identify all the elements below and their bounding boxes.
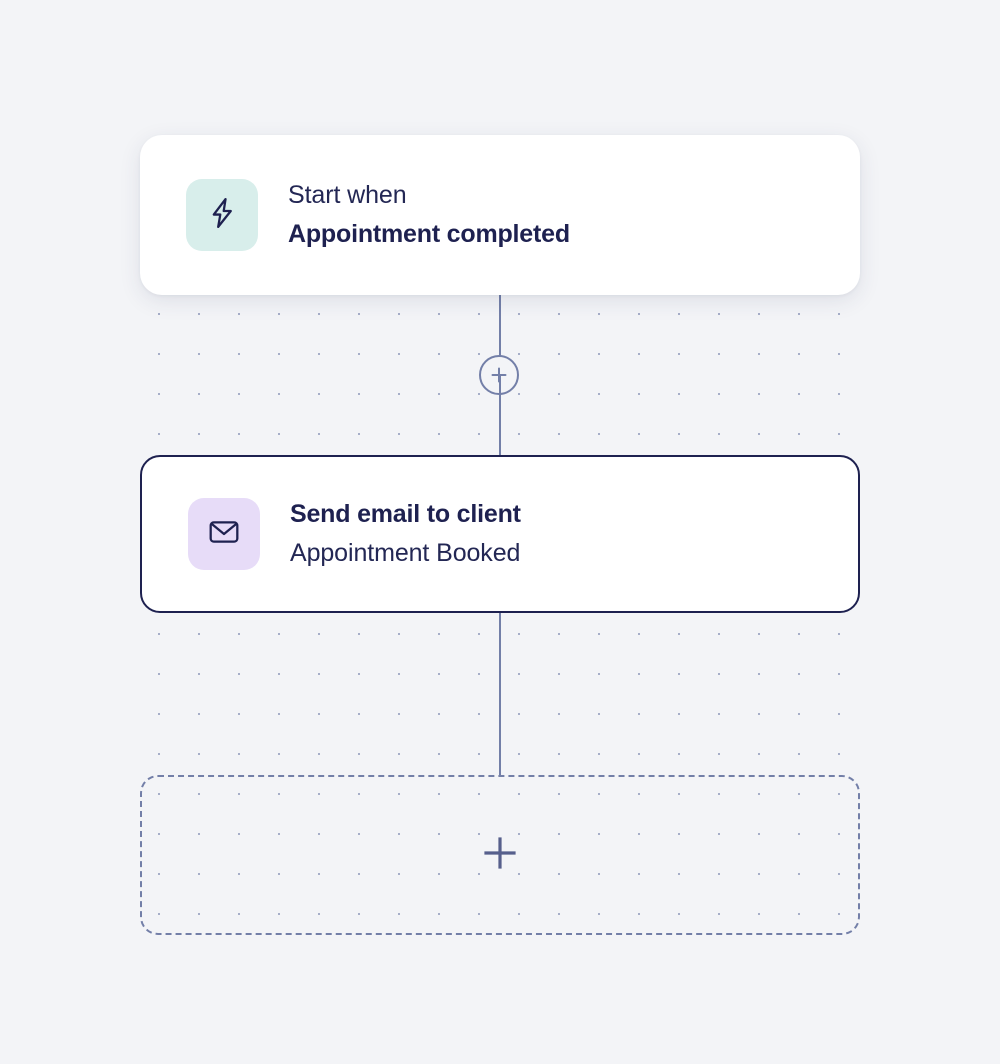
plus-icon — [483, 836, 517, 875]
envelope-icon — [207, 515, 241, 554]
connector-line-add-to-action — [499, 375, 501, 458]
action-title: Send email to client — [290, 500, 521, 529]
trigger-icon-tile — [186, 179, 258, 251]
action-node-card[interactable]: Send email to client Appointment Booked — [140, 455, 860, 613]
add-step-dropzone[interactable] — [140, 775, 860, 935]
action-card-text: Send email to client Appointment Booked — [290, 495, 521, 573]
trigger-card-text: Start when Appointment completed — [288, 176, 570, 254]
action-subtitle: Appointment Booked — [290, 539, 521, 567]
action-icon-tile — [188, 498, 260, 570]
lightning-bolt-icon — [205, 196, 239, 235]
connector-line-trigger-to-add — [499, 295, 501, 375]
trigger-node-card[interactable]: Start when Appointment completed — [140, 135, 860, 295]
trigger-label: Start when — [288, 181, 407, 210]
trigger-title: Appointment completed — [288, 220, 570, 248]
connector-line-action-to-dropzone — [499, 611, 501, 776]
